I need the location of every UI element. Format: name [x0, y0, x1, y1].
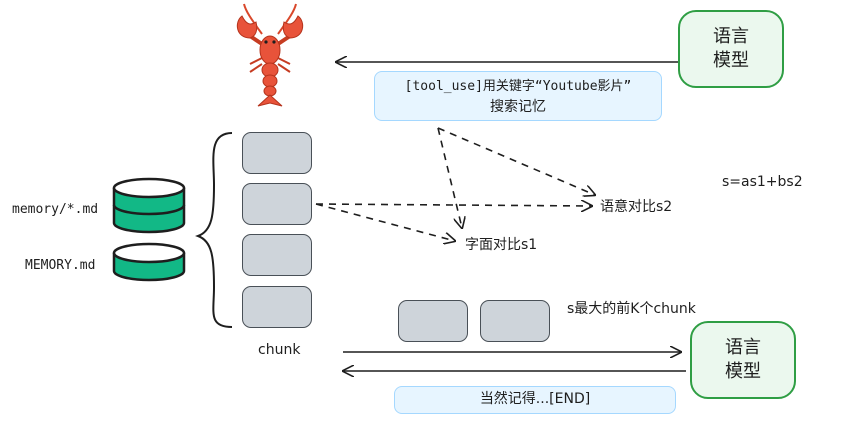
bottom-language-model-label: 语言 模型: [725, 337, 761, 382]
topk-chunk-block: [398, 300, 468, 342]
score-formula: s=as1+bs2: [722, 174, 803, 190]
query-note-box: [tool_use]用关键字“Youtube影片” 搜索记忆: [374, 71, 662, 121]
chunk-label: chunk: [258, 342, 301, 358]
query-note-line1: [tool_use]用关键字“Youtube影片”: [404, 79, 632, 94]
top-language-model-box: 语言 模型: [678, 10, 784, 88]
top-language-model-label: 语言 模型: [713, 26, 749, 71]
dashed-arrow-chunk-to-semantic: [315, 204, 592, 206]
literal-compare-label: 字面对比s1: [465, 237, 538, 253]
answer-note-text: 当然记得...[END]: [479, 391, 591, 407]
dashed-arrow-chunk-to-literal: [315, 203, 455, 241]
chunk-block: [242, 286, 312, 328]
chunk-block: [242, 234, 312, 276]
answer-note-box: 当然记得...[END]: [394, 386, 676, 414]
memory-glob-label: memory/*.md: [12, 202, 99, 217]
memory-main-label: MEMORY.md: [25, 258, 96, 273]
database-icon: [112, 242, 186, 282]
bottom-language-model-box: 语言 模型: [690, 321, 796, 399]
chunk-block: [242, 183, 312, 225]
chunk-block: [242, 132, 312, 174]
topk-label: s最大的前K个chunk: [567, 301, 696, 317]
dashed-arrow-note-to-semantic: [437, 127, 595, 195]
chunk-brace: [195, 132, 233, 328]
topk-chunk-block: [480, 300, 550, 342]
dashed-arrow-note-to-literal: [437, 127, 462, 228]
query-note-line2: 搜索记忆: [490, 99, 546, 115]
lobster-icon: [236, 3, 304, 107]
semantic-compare-label: 语意对比s2: [600, 199, 673, 215]
database-icon: [112, 177, 186, 234]
